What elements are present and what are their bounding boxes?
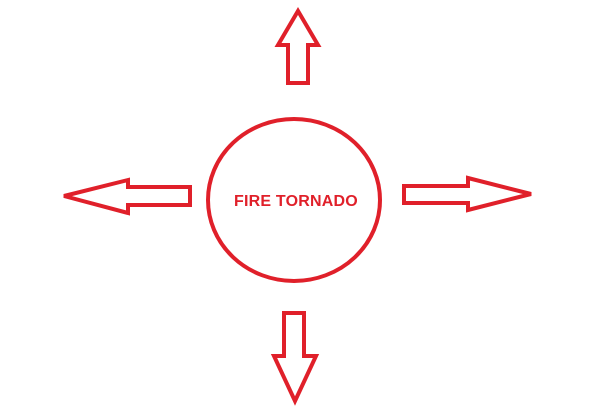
arrow-up-icon [274, 7, 322, 85]
center-label: FIRE TORNADO [234, 193, 358, 210]
arrow-right-icon [402, 175, 532, 213]
arrow-left-icon [63, 177, 192, 216]
arrow-down-icon [270, 311, 320, 406]
center-circle [206, 117, 382, 283]
